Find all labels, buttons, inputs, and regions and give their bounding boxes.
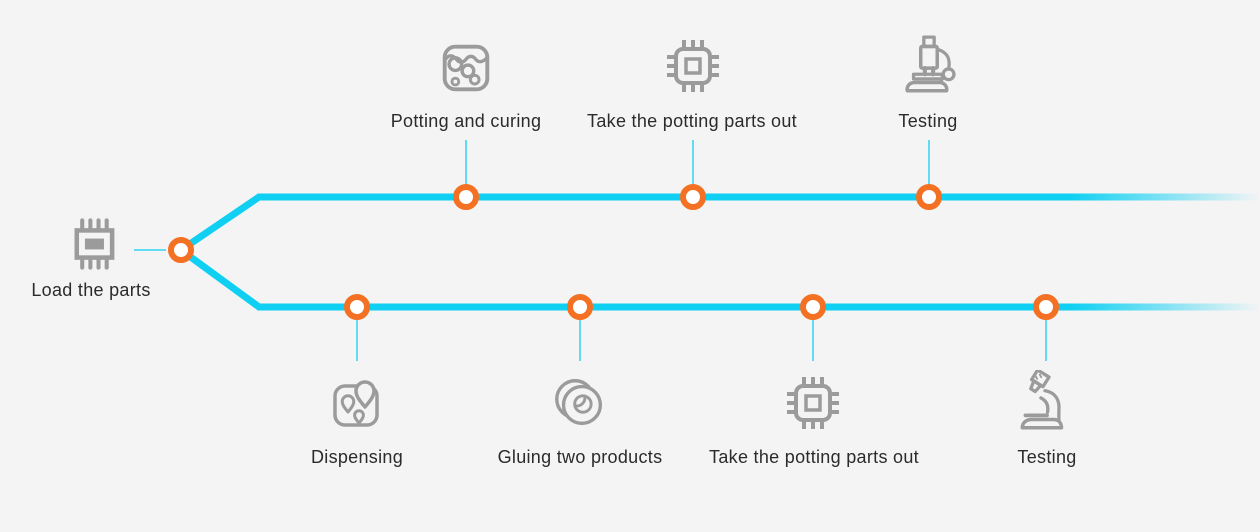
top-branch-line bbox=[179, 193, 1258, 253]
step-label-gluing-two-products: Gluing two products bbox=[497, 447, 663, 467]
memory-chip-icon bbox=[65, 215, 123, 273]
flow-node-top-1 bbox=[453, 184, 479, 210]
gluing-discs-icon bbox=[549, 373, 611, 435]
flow-node-bottom-1 bbox=[344, 294, 370, 320]
flow-node-start bbox=[168, 237, 194, 263]
flow-node-top-3 bbox=[916, 184, 942, 210]
flow-node-bottom-2 bbox=[567, 294, 593, 320]
microscope-tilted-icon bbox=[1013, 368, 1079, 436]
flow-node-bottom-3 bbox=[800, 294, 826, 320]
step-label-testing-top: Testing bbox=[898, 111, 958, 131]
step-label-take-potting-parts-out-bottom: Take the potting parts out bbox=[709, 447, 919, 467]
step-label-load-the-parts: Load the parts bbox=[31, 280, 151, 300]
potting-curing-icon bbox=[435, 37, 497, 99]
flow-node-top-2 bbox=[680, 184, 706, 210]
step-label-take-potting-parts-out-top: Take the potting parts out bbox=[587, 111, 797, 131]
flow-node-bottom-4 bbox=[1033, 294, 1059, 320]
chip-icon bbox=[781, 371, 845, 435]
microscope-upright-icon bbox=[896, 32, 962, 98]
step-label-potting-and-curing: Potting and curing bbox=[390, 111, 542, 131]
chip-icon bbox=[661, 34, 725, 98]
step-label-dispensing: Dispensing bbox=[310, 447, 404, 467]
step-label-testing-bottom: Testing bbox=[1017, 447, 1077, 467]
dispensing-pins-icon bbox=[325, 371, 389, 435]
bottom-branch-line bbox=[178, 247, 1258, 311]
